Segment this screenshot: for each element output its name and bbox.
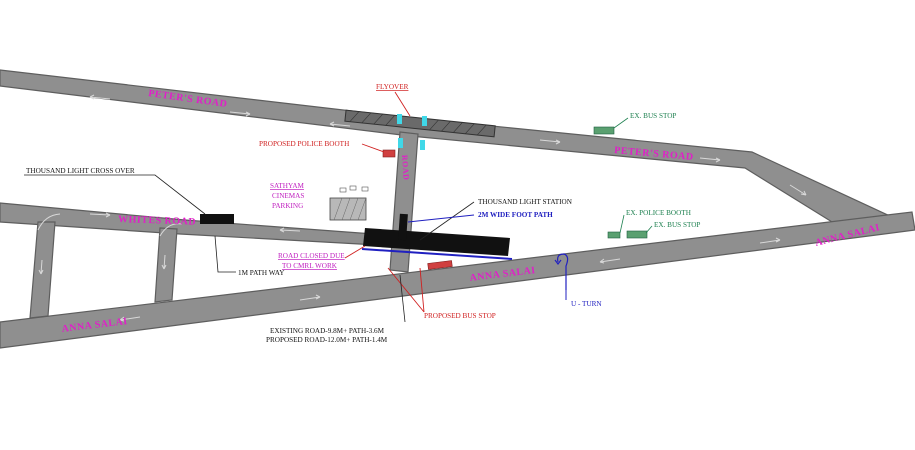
- ex-bus-stop-right-label: EX. BUS STOP: [654, 221, 700, 229]
- peters-road: [0, 69, 894, 231]
- bus-stop-leader: [387, 267, 425, 313]
- thousand-light-cross-over-bar: [200, 214, 234, 224]
- sathyam-label-1: SATHYAM: [270, 182, 305, 190]
- police-booth-leader: [361, 143, 385, 153]
- ramp-black-piece: [398, 213, 408, 241]
- curb-curve: [37, 213, 61, 231]
- flyover-structure: [344, 109, 496, 138]
- dimension-leader: [399, 274, 406, 323]
- flyover-leader: [394, 91, 411, 117]
- ex-bus-stop-top-leader: [613, 117, 629, 129]
- u-turn-label: U - TURN: [571, 300, 602, 308]
- sathyam-parking-hatch: [333, 197, 367, 221]
- cross-over-leader: [24, 174, 206, 215]
- ex-police-booth-label: EX. POLICE BOOTH: [626, 209, 691, 217]
- proposed-bus-stop-label: PROPOSED BUS STOP: [424, 312, 496, 320]
- thousand-light-cross-over-label: THOUSAND LIGHT CROSS OVER: [26, 167, 135, 175]
- whites-road-label: WHITES ROAD: [118, 214, 196, 228]
- thousand-light-station-bar: [363, 228, 510, 256]
- thousand-light-station-label: THOUSAND LIGHT STATION: [478, 198, 573, 206]
- ex-bus-stop-right-leader: [645, 225, 653, 234]
- flyover-ramp-label: ROAD: [400, 155, 411, 181]
- lane-arrows: [38, 94, 807, 322]
- u-turn-arrowhead: [554, 259, 562, 265]
- proposed-road-label: PROPOSED ROAD-12.0M+ PATH-1.4M: [266, 336, 388, 344]
- ex-police-booth-marker: [607, 231, 621, 239]
- u-turn-arrow: [557, 253, 569, 290]
- parking-small-marks: [339, 185, 369, 193]
- curb-curve: [159, 223, 183, 237]
- foot-path-label: 2M WIDE FOOT PATH: [478, 211, 553, 219]
- ex-bus-stop-top-marker: [593, 126, 615, 135]
- foot-path-leader: [407, 214, 475, 223]
- path-way-leader: [214, 235, 236, 273]
- road-closed-label-1: ROAD CLOSED DUE: [278, 252, 345, 260]
- proposed-bus-stop-marker: [427, 260, 453, 270]
- sathyam-label-2: CINEMAS: [272, 192, 304, 200]
- flyover-label: FLYOVER: [376, 83, 409, 91]
- sathyam-parking-box: [329, 197, 367, 221]
- path-way-label: 1M PATH WAY: [238, 269, 285, 277]
- ex-bus-stop-right-marker: [626, 230, 648, 239]
- road-closed-label-2: TO CMRL WORK: [282, 262, 338, 270]
- anna-salai-road: [0, 211, 915, 349]
- flyover-pillars: [397, 114, 427, 150]
- proposed-police-booth-label: PROPOSED POLICE BOOTH: [259, 140, 349, 148]
- ex-bus-stop-top-label: EX. BUS STOP: [630, 112, 676, 120]
- foot-path-line: [361, 248, 513, 260]
- road-closed-leader: [344, 245, 366, 259]
- flyover-hatch: [349, 111, 487, 136]
- sathyam-label-3: PARKING: [272, 202, 303, 210]
- bus-stop-leader-2: [419, 267, 425, 313]
- station-leader: [419, 201, 475, 241]
- ex-police-booth-leader: [619, 214, 625, 234]
- existing-road-label: EXISTING ROAD-9.8M+ PATH-3.6M: [270, 327, 385, 335]
- proposed-police-booth-marker: [382, 149, 396, 158]
